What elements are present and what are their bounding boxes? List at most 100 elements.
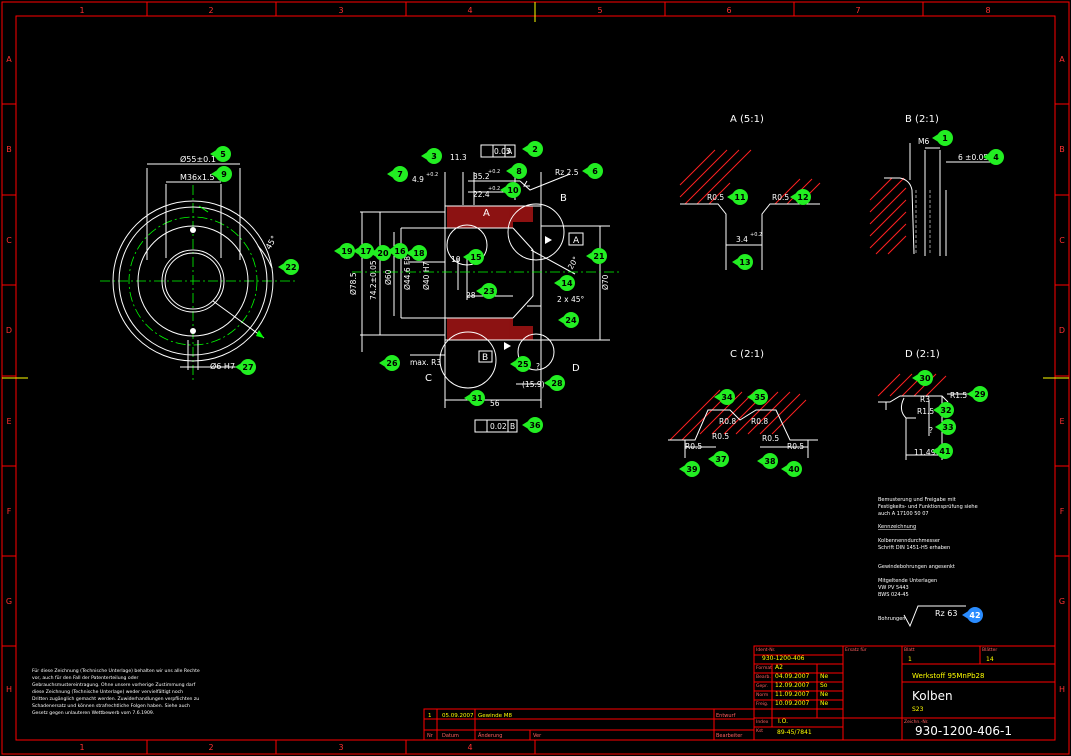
dim-78-5: Ø78.5 xyxy=(349,272,358,295)
col-label: 8 xyxy=(985,6,990,15)
balloon-marker: 29 xyxy=(967,386,988,402)
balloon-marker: 27 xyxy=(235,359,256,375)
balloon-marker: 40 xyxy=(781,461,802,477)
balloon-circle xyxy=(752,389,768,405)
notice-line: Schadenersatz und können strafrechtliche… xyxy=(32,703,190,709)
balloon-circle xyxy=(937,443,953,459)
balloon-number: 26 xyxy=(386,359,398,368)
balloon-marker: 32 xyxy=(933,402,954,418)
notice-line: Gesetz gegen unlauteren Wettbewerb vom 7… xyxy=(32,710,154,716)
dim-d-11-49: 11.49 xyxy=(914,448,936,457)
balloon-marker: 8 xyxy=(506,163,527,179)
tb-norm-name: Ne xyxy=(820,691,828,698)
tb-lbl-gepr: Gepr. xyxy=(756,683,768,689)
dim-60: Ø60 xyxy=(384,269,393,285)
section-letter-b: B xyxy=(560,193,567,204)
dim-22-4-tol: +0.2 xyxy=(488,186,500,192)
rev-date: 05.09.2007 xyxy=(442,713,474,719)
balloon-number: 15 xyxy=(470,253,482,262)
balloon-circle xyxy=(375,245,391,261)
balloon-circle xyxy=(719,389,735,405)
dim-c-r08-b: R0.8 xyxy=(751,417,768,426)
dim-4-9: 4.9 xyxy=(412,175,424,184)
detail-c: C (2:1) R0.8 R0.8 R0.5 R0.5 R0.5 R0.5 xyxy=(668,349,818,458)
dim-10: 10 xyxy=(451,255,461,264)
balloon-number: 8 xyxy=(516,167,522,176)
datum-a: A xyxy=(573,236,580,246)
dim-c-r05-a: R0.5 xyxy=(685,442,702,451)
balloon-marker: 12 xyxy=(790,189,811,205)
balloon-number: 5 xyxy=(220,150,226,159)
note-line: Gewindebohrungen angesenkt xyxy=(878,564,955,570)
balloon-marker: 34 xyxy=(714,389,735,405)
rev-hdr-aenderung: Änderung xyxy=(478,732,502,739)
row-label: C xyxy=(6,236,12,245)
balloon-circle xyxy=(339,243,355,259)
dim-r3: max. R3 xyxy=(410,358,441,367)
balloon-marker: 26 xyxy=(379,355,400,371)
balloon-number: 27 xyxy=(242,363,253,372)
row-label: A xyxy=(6,55,12,64)
balloon-marker: 13 xyxy=(732,254,753,270)
col-label: 4 xyxy=(467,6,472,15)
dim-par-ref: B xyxy=(510,422,515,431)
dim-d-q: ? xyxy=(929,426,933,435)
title-block: Ident-Nr. Format Ersatz für Bearb. Gepr.… xyxy=(753,645,1056,741)
detail-d: D (2:1) R1.5 R3 R1.5 ? 11.49 xyxy=(877,349,975,460)
balloon-circle xyxy=(358,243,374,259)
dim-22-4: 22.4 xyxy=(473,190,490,199)
balloon-circle xyxy=(937,130,953,146)
balloon-number: 29 xyxy=(974,390,986,399)
dim-d-r3: R3 xyxy=(920,395,930,404)
balloon-circle xyxy=(515,356,531,372)
detail-a: A (5:1) R0.5 R0.5 3.4 +0.2 xyxy=(679,114,821,270)
balloon-number: 37 xyxy=(715,455,726,464)
col-label: 2 xyxy=(208,6,213,15)
col-label: 3 xyxy=(338,6,343,15)
rev-index: 1 xyxy=(428,713,432,719)
balloon-circle xyxy=(283,259,299,275)
dim-4-9-tol: +0.2 xyxy=(426,172,438,178)
balloon-number: 35 xyxy=(754,393,766,402)
balloon-marker: 1 xyxy=(932,130,953,146)
balloon-marker: 25 xyxy=(510,356,531,372)
tb-lbl-kst: Kst xyxy=(756,728,763,734)
notice-line: vor, auch für den Fall der Patenterteilu… xyxy=(32,675,138,681)
balloon-number: 19 xyxy=(341,247,353,256)
balloon-circle xyxy=(559,275,575,291)
tb-lbl-index: Index xyxy=(756,719,769,725)
tb-blatt: 1 xyxy=(908,656,912,663)
balloon-circle xyxy=(732,189,748,205)
dim-35-2-tol: +0.2 xyxy=(488,169,500,175)
balloon-marker: 37 xyxy=(708,451,729,467)
balloon-number: 17 xyxy=(360,247,371,256)
balloon-number: 39 xyxy=(686,465,698,474)
balloon-circle xyxy=(967,607,983,623)
balloon-marker: 14 xyxy=(554,275,575,291)
tb-gepr-date: 12.09.2007 xyxy=(775,682,810,689)
balloon-circle xyxy=(481,283,497,299)
balloon-marker: 15 xyxy=(463,249,484,265)
rev-lbl-entwurf: Entwurf xyxy=(716,713,736,719)
dim-c-r08-a: R0.8 xyxy=(719,417,736,426)
dim-flat: 0.05 xyxy=(494,147,511,156)
tb-gepr-name: So xyxy=(820,682,828,689)
dim-74-2: 74.2±0.05 xyxy=(369,260,378,300)
balloon-circle xyxy=(762,453,778,469)
balloon-circle xyxy=(384,355,400,371)
tb-freig-date: 10.09.2007 xyxy=(775,700,810,707)
copyright-notice: Für diese Zeichnung (Technische Unterlag… xyxy=(32,668,200,716)
balloon-number: 30 xyxy=(919,374,931,383)
balloon-marker: 42 xyxy=(962,607,983,623)
balloon-circle xyxy=(426,148,442,164)
balloon-circle xyxy=(940,419,956,435)
balloon-marker: 28 xyxy=(544,375,565,391)
balloon-number: 6 xyxy=(592,167,598,176)
tb-format: A2 xyxy=(775,664,783,671)
dim-28: 28 xyxy=(466,291,476,300)
row-label: D xyxy=(6,326,12,335)
balloon-number: 3 xyxy=(431,152,437,161)
notice-line: Für diese Zeichnung (Technische Unterlag… xyxy=(32,668,200,674)
balloon-marker: 24 xyxy=(558,312,579,328)
